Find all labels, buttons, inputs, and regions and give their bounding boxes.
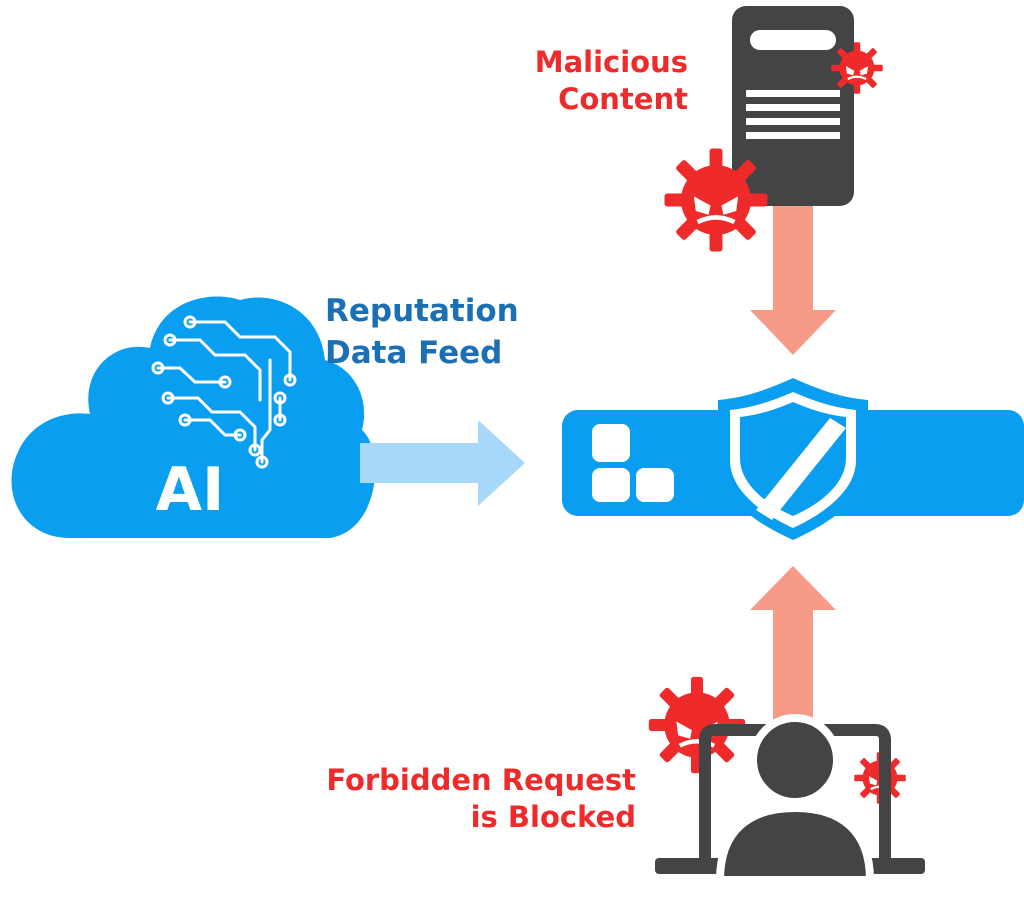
virus-icon	[664, 148, 767, 251]
ai-label: AI	[155, 455, 225, 525]
ai-brain-cloud-icon	[11, 296, 376, 538]
user-laptop-icon	[655, 714, 925, 884]
forbidden-label-line2: is Blocked	[470, 800, 636, 834]
firewall-shield-icon	[718, 378, 868, 540]
malicious-label-line1: Malicious	[534, 45, 688, 79]
reputation-feed-arrow	[360, 420, 525, 506]
forbidden-label-line1: Forbidden Request	[326, 763, 636, 797]
malicious-content-label: Malicious Content	[500, 44, 688, 118]
request-arrow	[750, 566, 836, 728]
virus-icon	[830, 41, 884, 95]
download-arrow	[750, 200, 836, 355]
forbidden-request-label: Forbidden Request is Blocked	[310, 762, 636, 836]
reputation-label-line2: Data Feed	[325, 335, 503, 371]
reputation-label-line1: Reputation	[325, 293, 519, 329]
malicious-server-icon	[732, 6, 854, 206]
malicious-label-line2: Content	[558, 82, 688, 116]
reputation-feed-label: Reputation Data Feed	[325, 290, 545, 374]
